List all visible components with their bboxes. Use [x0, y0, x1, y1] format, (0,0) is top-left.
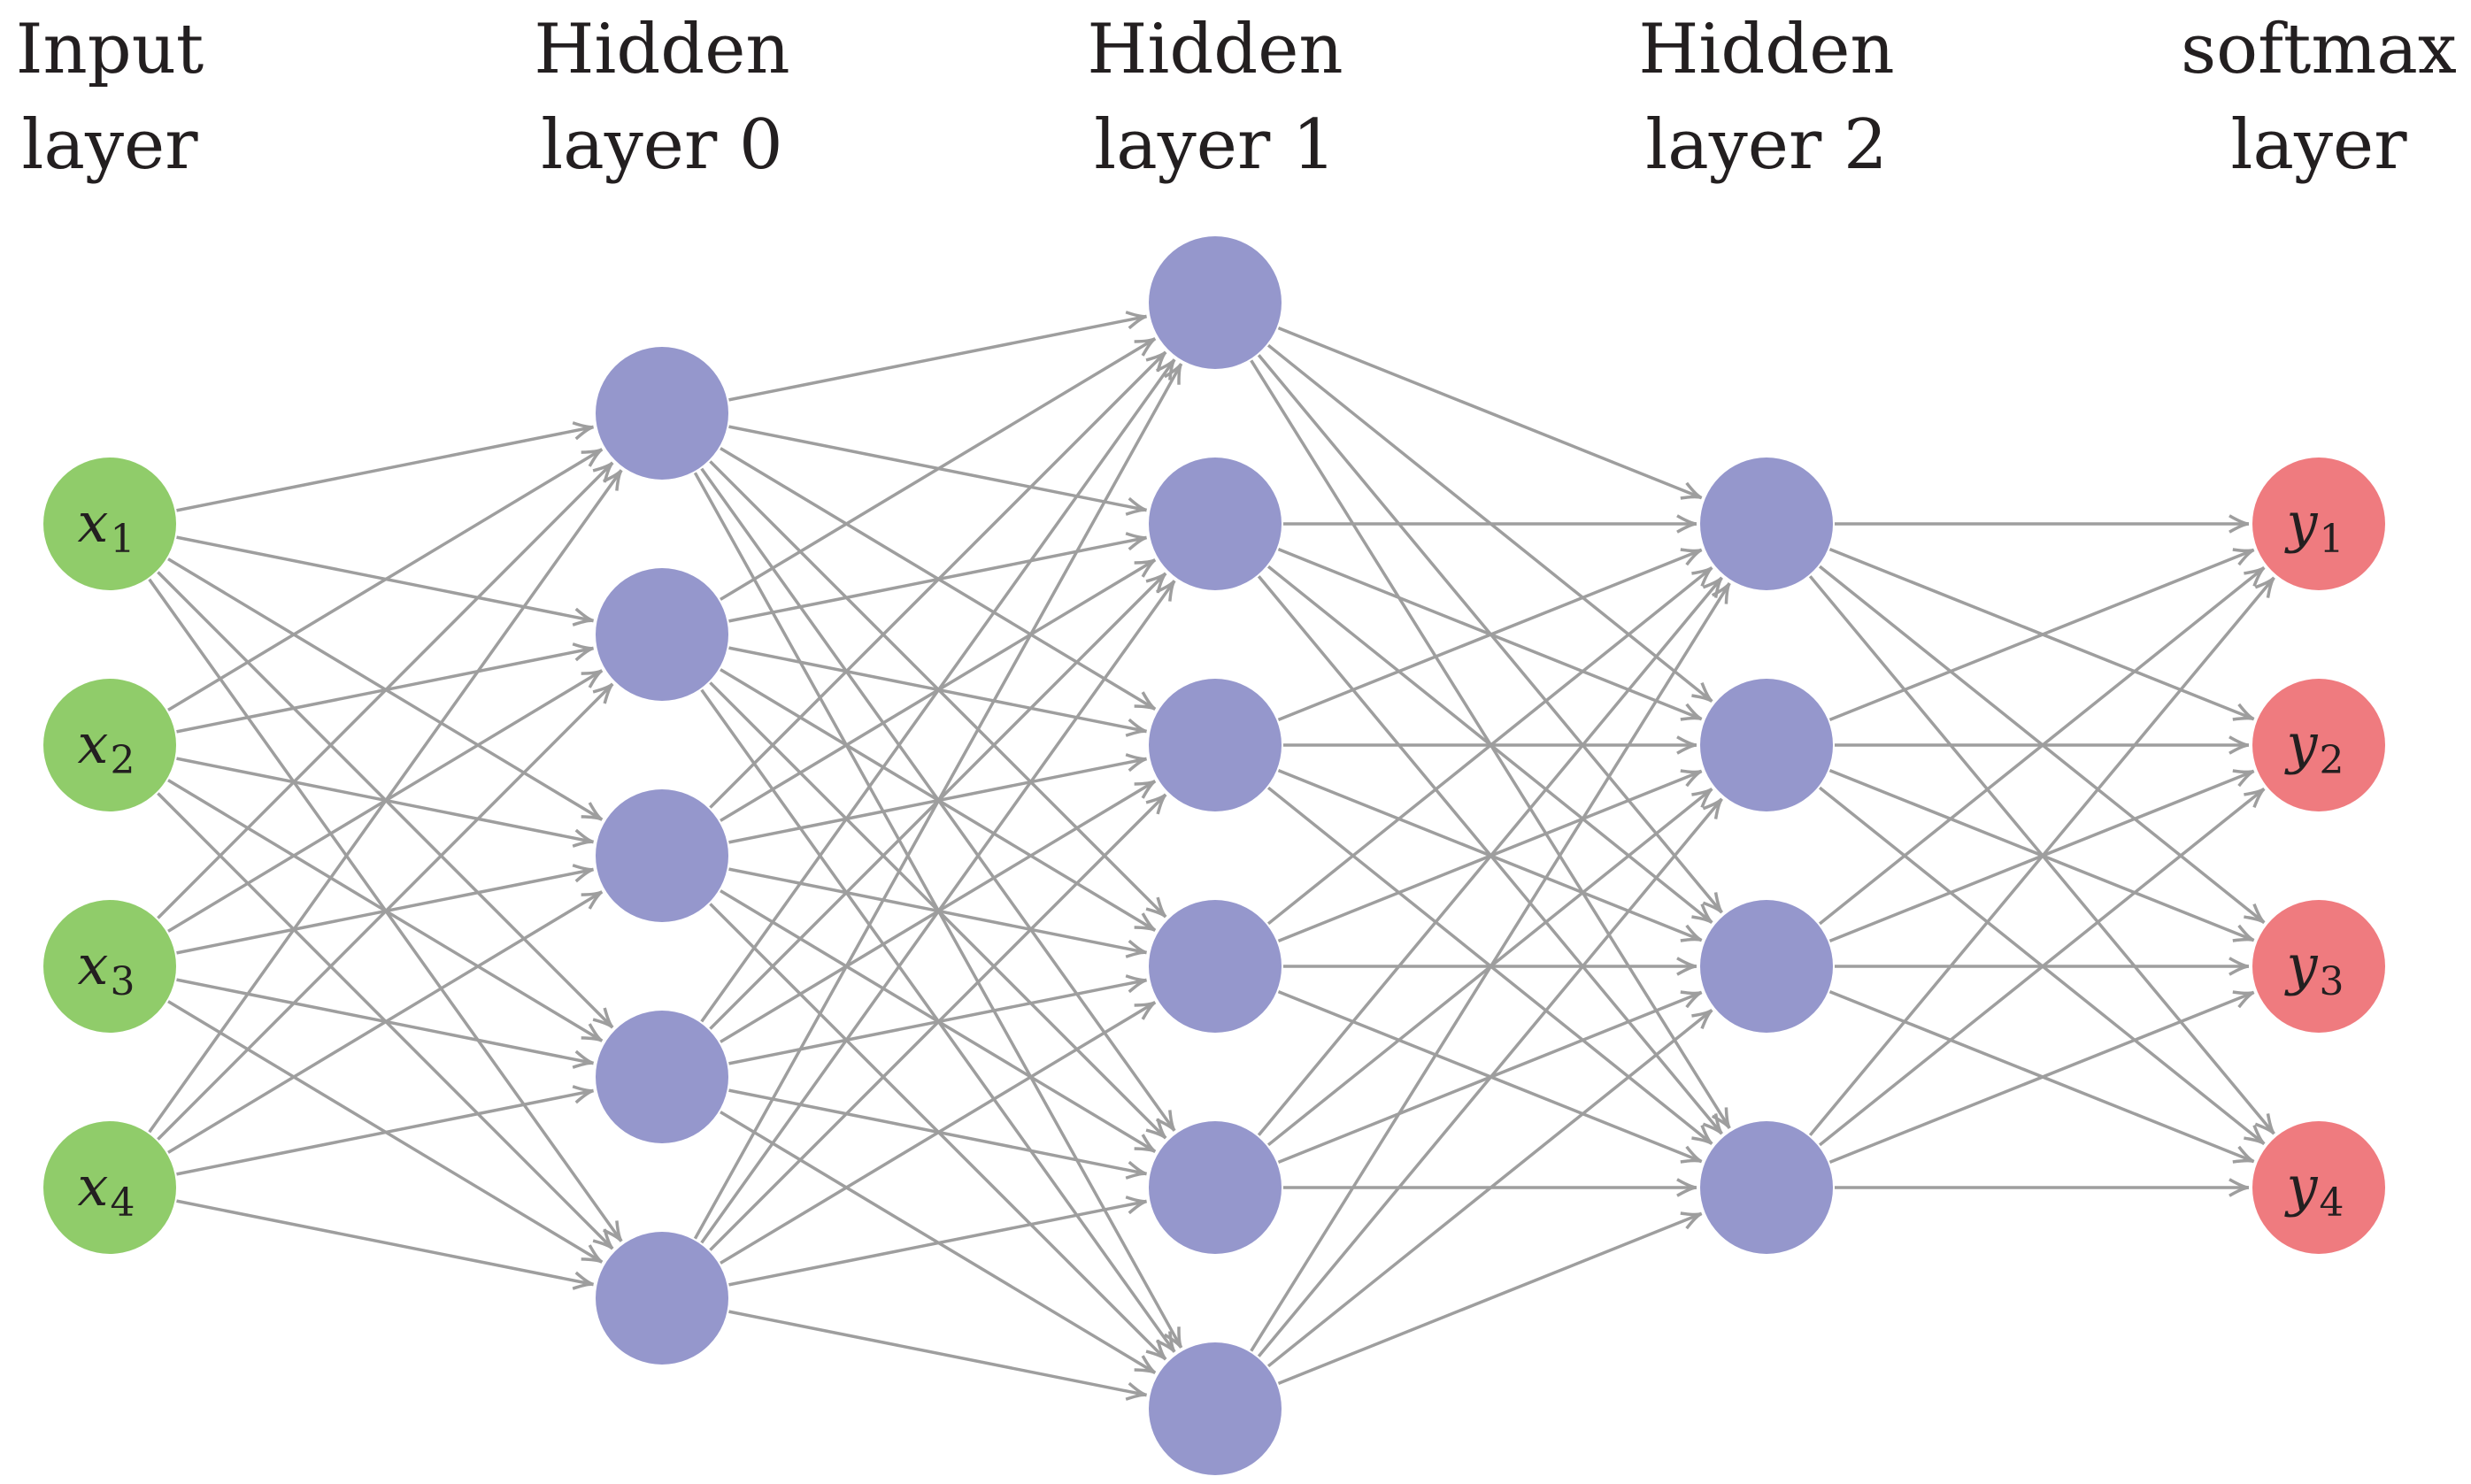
softmax-layer-node-2: y2 — [2252, 679, 2385, 811]
hidden-layer-2-neuron-circle-1 — [1700, 458, 1833, 590]
hidden-layer-0-node-3 — [596, 789, 728, 922]
hidden-layer-1-node-3 — [1149, 679, 1282, 811]
edge-hidden-layer-1-6-to-hidden-layer-2-3 — [1266, 1009, 1713, 1368]
softmax-layer-neuron-circle-1 — [2252, 458, 2385, 590]
hidden-layer-1-title-line2: layer 1 — [1094, 105, 1336, 185]
hidden-layer-2-neuron-circle-2 — [1700, 679, 1833, 811]
edge-input-layer-3-to-hidden-layer-0-1 — [157, 461, 614, 919]
softmax-layer-node-label-1: y1 — [2283, 490, 2344, 562]
hidden-layer-2-node-1 — [1700, 458, 1833, 590]
hidden-layer-0-node-2 — [596, 568, 728, 701]
input-layer-node-3: x3 — [43, 900, 176, 1033]
edge-hidden-layer-0-3-to-hidden-layer-1-1 — [709, 350, 1167, 809]
hidden-layer-2-neuron-circle-3 — [1700, 900, 1833, 1033]
edge-hidden-layer-0-5-to-hidden-layer-1-4 — [720, 1001, 1157, 1265]
edge-input-layer-4-to-hidden-layer-0-1 — [148, 469, 623, 1134]
hidden-layer-2-title-line2: layer 2 — [1645, 105, 1887, 185]
edge-input-layer-4-to-hidden-layer-0-4 — [176, 1085, 595, 1176]
hidden-layer-1-title-line1: Hidden — [1087, 10, 1343, 89]
hidden-layer-2-title-line1: Hidden — [1638, 10, 1894, 89]
softmax-layer-title-line2: layer — [2231, 105, 2408, 185]
edge-hidden-layer-0-5-to-hidden-layer-1-2 — [700, 580, 1176, 1244]
hidden-layer-1-neuron-circle-4 — [1149, 900, 1282, 1033]
softmax-layer-node-3: y3 — [2252, 900, 2385, 1033]
hidden-layer-1-neuron-circle-2 — [1149, 458, 1282, 590]
edge-input-layer-4-to-hidden-layer-0-5 — [176, 1199, 595, 1290]
edge-input-layer-4-to-hidden-layer-0-3 — [167, 890, 604, 1154]
hidden-layer-2-node-3 — [1700, 900, 1833, 1033]
hidden-layer-1-neuron-circle-6 — [1149, 1342, 1282, 1475]
edge-input-layer-1-to-hidden-layer-0-1 — [176, 421, 595, 512]
input-layer-neuron-circle-3 — [43, 900, 176, 1033]
edge-hidden-layer-2-4-to-softmax-layer-4 — [1835, 1178, 2250, 1197]
edge-hidden-layer-1-2-to-hidden-layer-2-1 — [1283, 514, 1697, 534]
softmax-layer-neuron-circle-4 — [2252, 1121, 2385, 1254]
hidden-layer-0-node-5 — [596, 1232, 728, 1365]
edge-hidden-layer-2-4-to-softmax-layer-1 — [1808, 576, 2275, 1136]
input-layer-title-line1: Input — [16, 10, 204, 89]
hidden-layer-1-node-6 — [1149, 1342, 1282, 1475]
edge-hidden-layer-1-5-to-hidden-layer-2-1 — [1257, 576, 1723, 1136]
edge-hidden-layer-0-5-to-hidden-layer-1-5 — [728, 1196, 1148, 1287]
hidden-layer-1-neuron-circle-3 — [1149, 679, 1282, 811]
input-layer-node-label-2: x2 — [78, 711, 135, 783]
softmax-layer-node-label-2: y2 — [2283, 711, 2344, 783]
edge-hidden-layer-0-5-to-hidden-layer-1-6 — [728, 1310, 1148, 1401]
edge-hidden-layer-1-6-to-hidden-layer-2-2 — [1257, 797, 1723, 1357]
hidden-layer-1-neuron-circle-5 — [1149, 1121, 1282, 1254]
hidden-layer-2-node-2 — [1700, 679, 1833, 811]
input-layer-neuron-circle-4 — [43, 1121, 176, 1254]
softmax-layer-node-label-4: y4 — [2283, 1154, 2344, 1226]
hidden-layer-0-title-line2: layer 0 — [541, 105, 782, 185]
input-layer-node-4: x4 — [43, 1121, 176, 1254]
hidden-layer-0-neuron-circle-3 — [596, 789, 728, 922]
neurons: x1 x2 x3 x4 y1 y2 y3 y4 — [43, 236, 2385, 1475]
hidden-layer-2-node-4 — [1700, 1121, 1833, 1254]
softmax-layer-node-label-3: y3 — [2283, 933, 2344, 1004]
hidden-layer-0-neuron-circle-4 — [596, 1011, 728, 1143]
edge-hidden-layer-1-1-to-hidden-layer-2-1 — [1277, 327, 1703, 500]
hidden-layer-0-neuron-circle-1 — [596, 347, 728, 480]
hidden-layer-1-neuron-circle-1 — [1149, 236, 1282, 369]
edge-hidden-layer-2-1-to-softmax-layer-1 — [1835, 514, 2250, 534]
input-layer-node-2: x2 — [43, 679, 176, 811]
input-layer-node-1: x1 — [43, 458, 176, 590]
hidden-layer-0-neuron-circle-2 — [596, 568, 728, 701]
hidden-layer-0-title-line1: Hidden — [534, 10, 789, 89]
edge-hidden-layer-0-4-to-hidden-layer-1-1 — [700, 358, 1176, 1023]
input-layer-neuron-circle-1 — [43, 458, 176, 590]
edge-hidden-layer-1-3-to-hidden-layer-2-1 — [1277, 548, 1703, 721]
edge-hidden-layer-0-2-to-hidden-layer-1-1 — [720, 337, 1157, 601]
hidden-layer-1-node-2 — [1149, 458, 1282, 590]
input-layer-title-line2: layer — [22, 105, 199, 185]
connections — [148, 311, 2275, 1401]
hidden-layer-0-neuron-circle-5 — [596, 1232, 728, 1365]
hidden-layer-0-node-4 — [596, 1011, 728, 1143]
hidden-layer-0-node-1 — [596, 347, 728, 480]
edge-hidden-layer-0-1-to-hidden-layer-1-1 — [728, 311, 1148, 402]
softmax-layer-neuron-circle-3 — [2252, 900, 2385, 1033]
edge-hidden-layer-1-6-to-hidden-layer-2-4 — [1277, 1211, 1703, 1385]
softmax-layer-title-line1: softmax — [2181, 10, 2457, 89]
input-layer-node-label-3: x3 — [78, 933, 135, 1004]
edge-input-layer-2-to-hidden-layer-0-1 — [167, 448, 604, 711]
hidden-layer-1-node-1 — [1149, 236, 1282, 369]
input-layer-node-label-1: x1 — [78, 490, 135, 562]
layer-titles: Input layer Hidden layer 0 Hidden layer … — [16, 10, 2457, 185]
input-layer-neuron-circle-2 — [43, 679, 176, 811]
softmax-layer-neuron-circle-2 — [2252, 679, 2385, 811]
edge-input-layer-4-to-hidden-layer-0-2 — [157, 682, 614, 1141]
edge-hidden-layer-0-5-to-hidden-layer-1-1 — [693, 363, 1183, 1240]
hidden-layer-1-node-5 — [1149, 1121, 1282, 1254]
hidden-layer-2-neuron-circle-4 — [1700, 1121, 1833, 1254]
softmax-layer-node-1: y1 — [2252, 458, 2385, 590]
input-layer-node-label-4: x4 — [78, 1154, 135, 1226]
softmax-layer-node-4: y4 — [2252, 1121, 2385, 1254]
hidden-layer-1-node-4 — [1149, 900, 1282, 1033]
